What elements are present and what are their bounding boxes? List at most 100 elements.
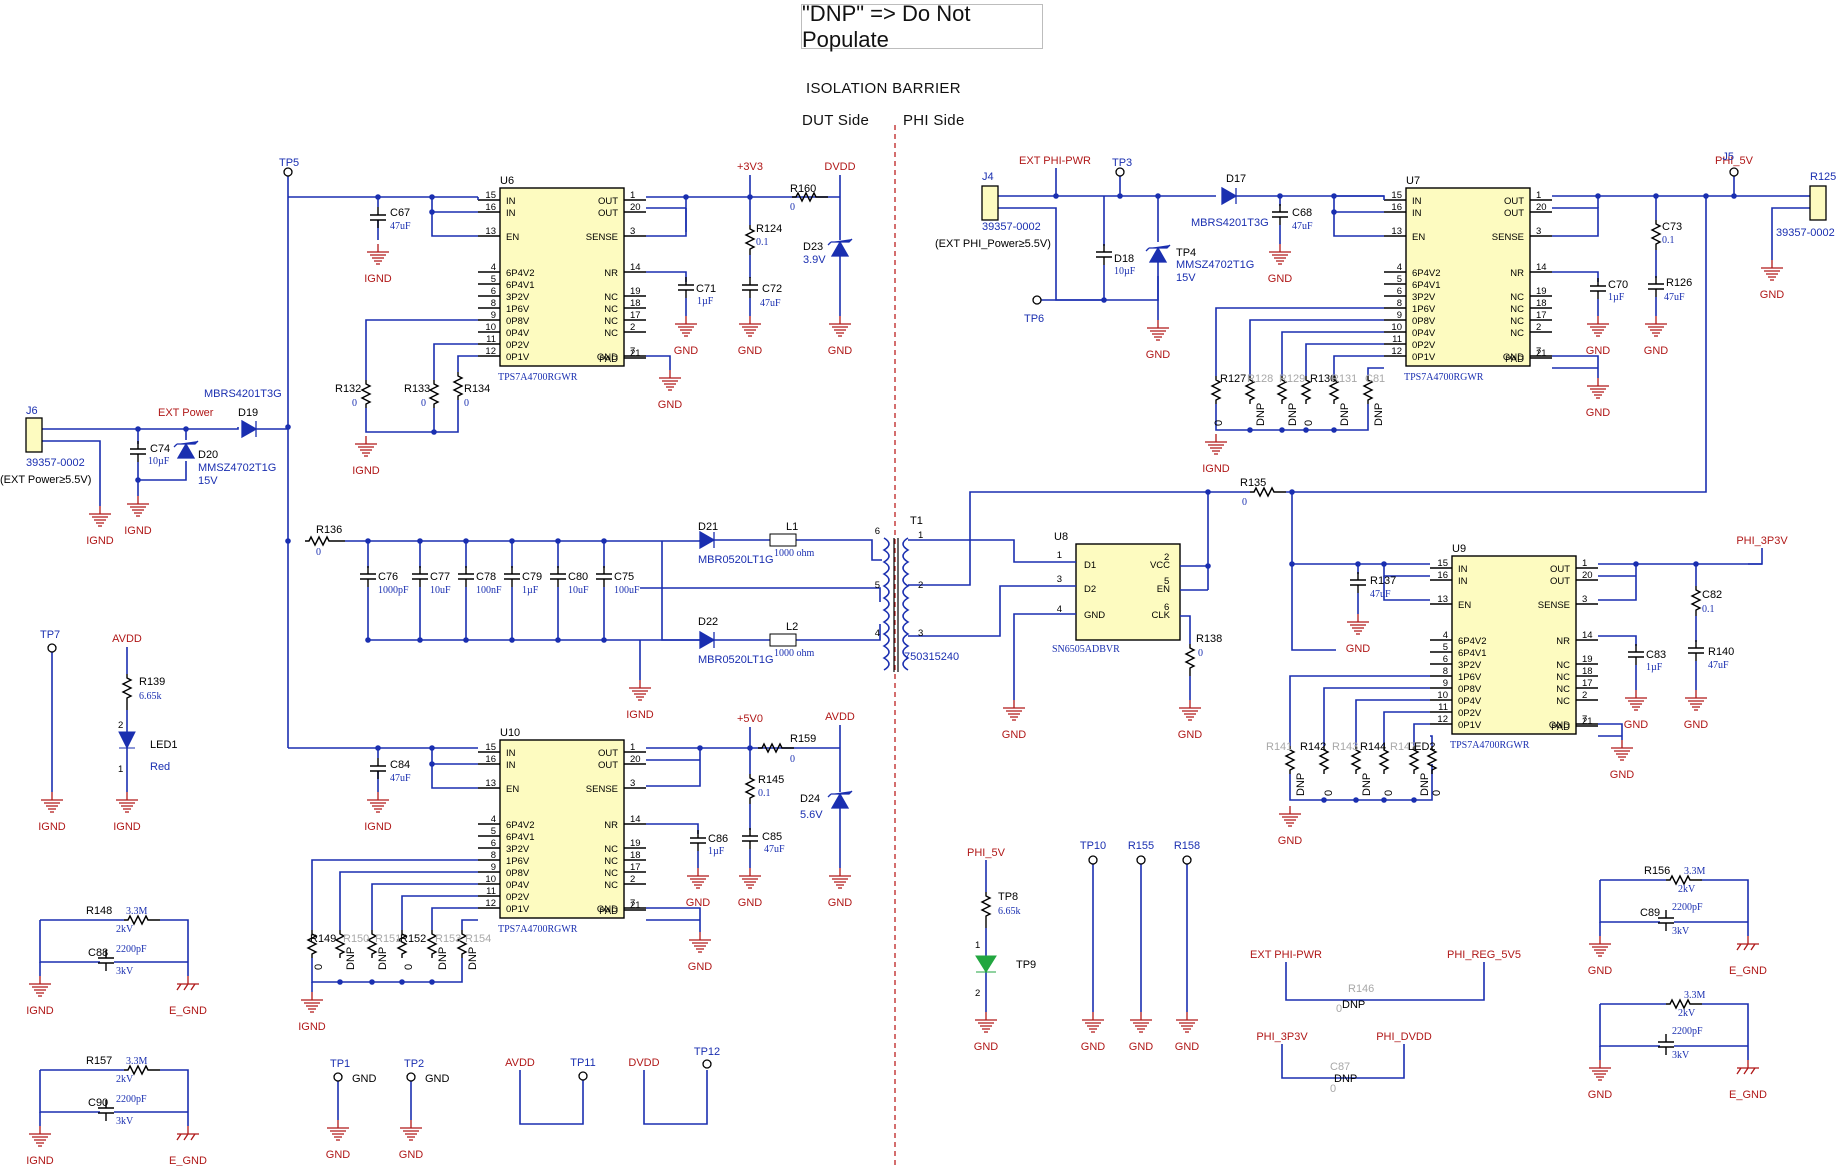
ground-symbol [1178,699,1202,721]
test-point-TP12 [702,1059,712,1069]
value-C67: 47uF [390,221,411,232]
ground-net-label: IGND [298,1021,326,1033]
ground-net-label: IGND [1202,463,1230,475]
resistor-R132 [360,380,372,408]
value-R124: 0.1 [756,237,769,248]
pin-name: PAD [599,354,618,365]
ref-D18: TP4 [1176,247,1196,259]
capacitor-bank [504,566,520,587]
net-avdd: AVDD [112,633,142,645]
wire [661,541,700,641]
junction [399,979,405,985]
resistor-feedback [1426,746,1438,774]
regulator-group [478,187,1598,919]
pin-name: NC [1556,684,1570,695]
ground-net-label: GND [1146,349,1171,361]
ref-R132: R132 [335,383,361,395]
pin-number: 3 [1582,594,1587,605]
resistor-feedback [396,930,408,958]
junction [1381,561,1387,567]
junction [1703,193,1709,199]
capacitor-C82 [1628,644,1644,665]
wire [138,461,187,481]
pin-name: NC [1556,672,1570,683]
pin-number: 15 [485,190,496,201]
resistor-hv [124,914,160,926]
ref-R159: R159 [790,733,816,745]
pin-number: 19 [630,838,641,849]
wire [1702,879,1749,922]
ref-C83: R140 [1708,646,1734,658]
pin-name: 6P4V2 [1412,268,1441,279]
net-phi5v: PHI_5V [1715,155,1754,167]
net-dvdd: DVDD [824,161,855,173]
value-R139: 6.65k [139,691,162,702]
pin-number: 16 [1391,202,1402,213]
wire [1430,735,1433,746]
value-hv-res: 3.3M [1684,866,1706,877]
note-J6: (EXT Power≥5.5V) [0,474,91,486]
rating-hv-res: 2kV [1678,884,1696,895]
ref-TP6: TP6 [1024,313,1044,325]
junction [1155,193,1161,199]
wire [365,319,478,380]
ref-R160: R160 [790,183,816,195]
value-cap: 10uF [430,585,451,596]
net-phidvdd: PHI_DVDD [1376,1031,1432,1043]
pin-name: 1P6V [506,856,530,867]
ground-symbol [115,791,139,813]
net-dvdd-tp: DVDD [628,1057,659,1069]
ground-net-label: GND [1644,345,1669,357]
dnp-tag: 0 [403,964,415,970]
pin-number: 9 [491,862,496,873]
pin-name: 0P2V [506,340,530,351]
resistor-feedback [1378,746,1390,774]
dnp-tag: DNP [1419,773,1431,796]
transformer-secondary [902,537,910,671]
pin-number: 21 [1582,716,1593,727]
test-point [1136,855,1146,865]
pin-number: 6 [491,286,496,297]
wire [1334,195,1385,200]
ground-symbol [399,1119,423,1141]
rating-hv-cap: 3kV [1672,926,1690,937]
resistor-feedback [1408,746,1420,774]
ref-hv-res: R148 [86,905,112,917]
dnp-tag: DNP [467,947,479,970]
dut-side-label: DUT Side [802,112,870,129]
part-U8: SN6505ADBVR [1052,644,1120,655]
ref-hv-cap: C89 [1640,907,1660,919]
capacitor-hv [1658,910,1674,931]
dnp-R155: DNP [1342,999,1365,1011]
capacitor-C74 [130,441,146,462]
wire [796,539,882,561]
value-cap: 100nF [476,585,502,596]
pin-name: IN [506,208,516,219]
ground-net-label: GND [1346,643,1371,655]
capacitor-bank [360,566,376,587]
value-C71: 1µF [697,296,714,307]
pin-name: NC [604,316,618,327]
ground-net-label: E_GND [169,1005,207,1017]
resistor-feedback [334,930,346,958]
pin-name: 6P4V1 [1412,280,1441,291]
ground-symbol [674,315,698,337]
pin-number: 2 [975,988,980,999]
wire [1552,207,1599,237]
ref-hv-res: R157 [86,1055,112,1067]
capacitor-C70 [1648,276,1664,297]
dnp-tag: 0 [1213,420,1225,426]
ref-D24: D24 [800,793,820,805]
pin-number: 11 [1438,702,1448,713]
ground-symbol [176,975,200,991]
value-R136: 0 [316,547,321,558]
capacitor-bank [412,566,428,587]
pin-number: 13 [485,778,496,789]
junction [1381,797,1387,803]
ground-symbol [628,679,652,701]
ref-cap: C80 [568,571,588,583]
ground-net-label: IGND [38,821,66,833]
dnp-tag: DNP [437,947,449,970]
wire [160,919,189,962]
components [25,167,1827,1147]
